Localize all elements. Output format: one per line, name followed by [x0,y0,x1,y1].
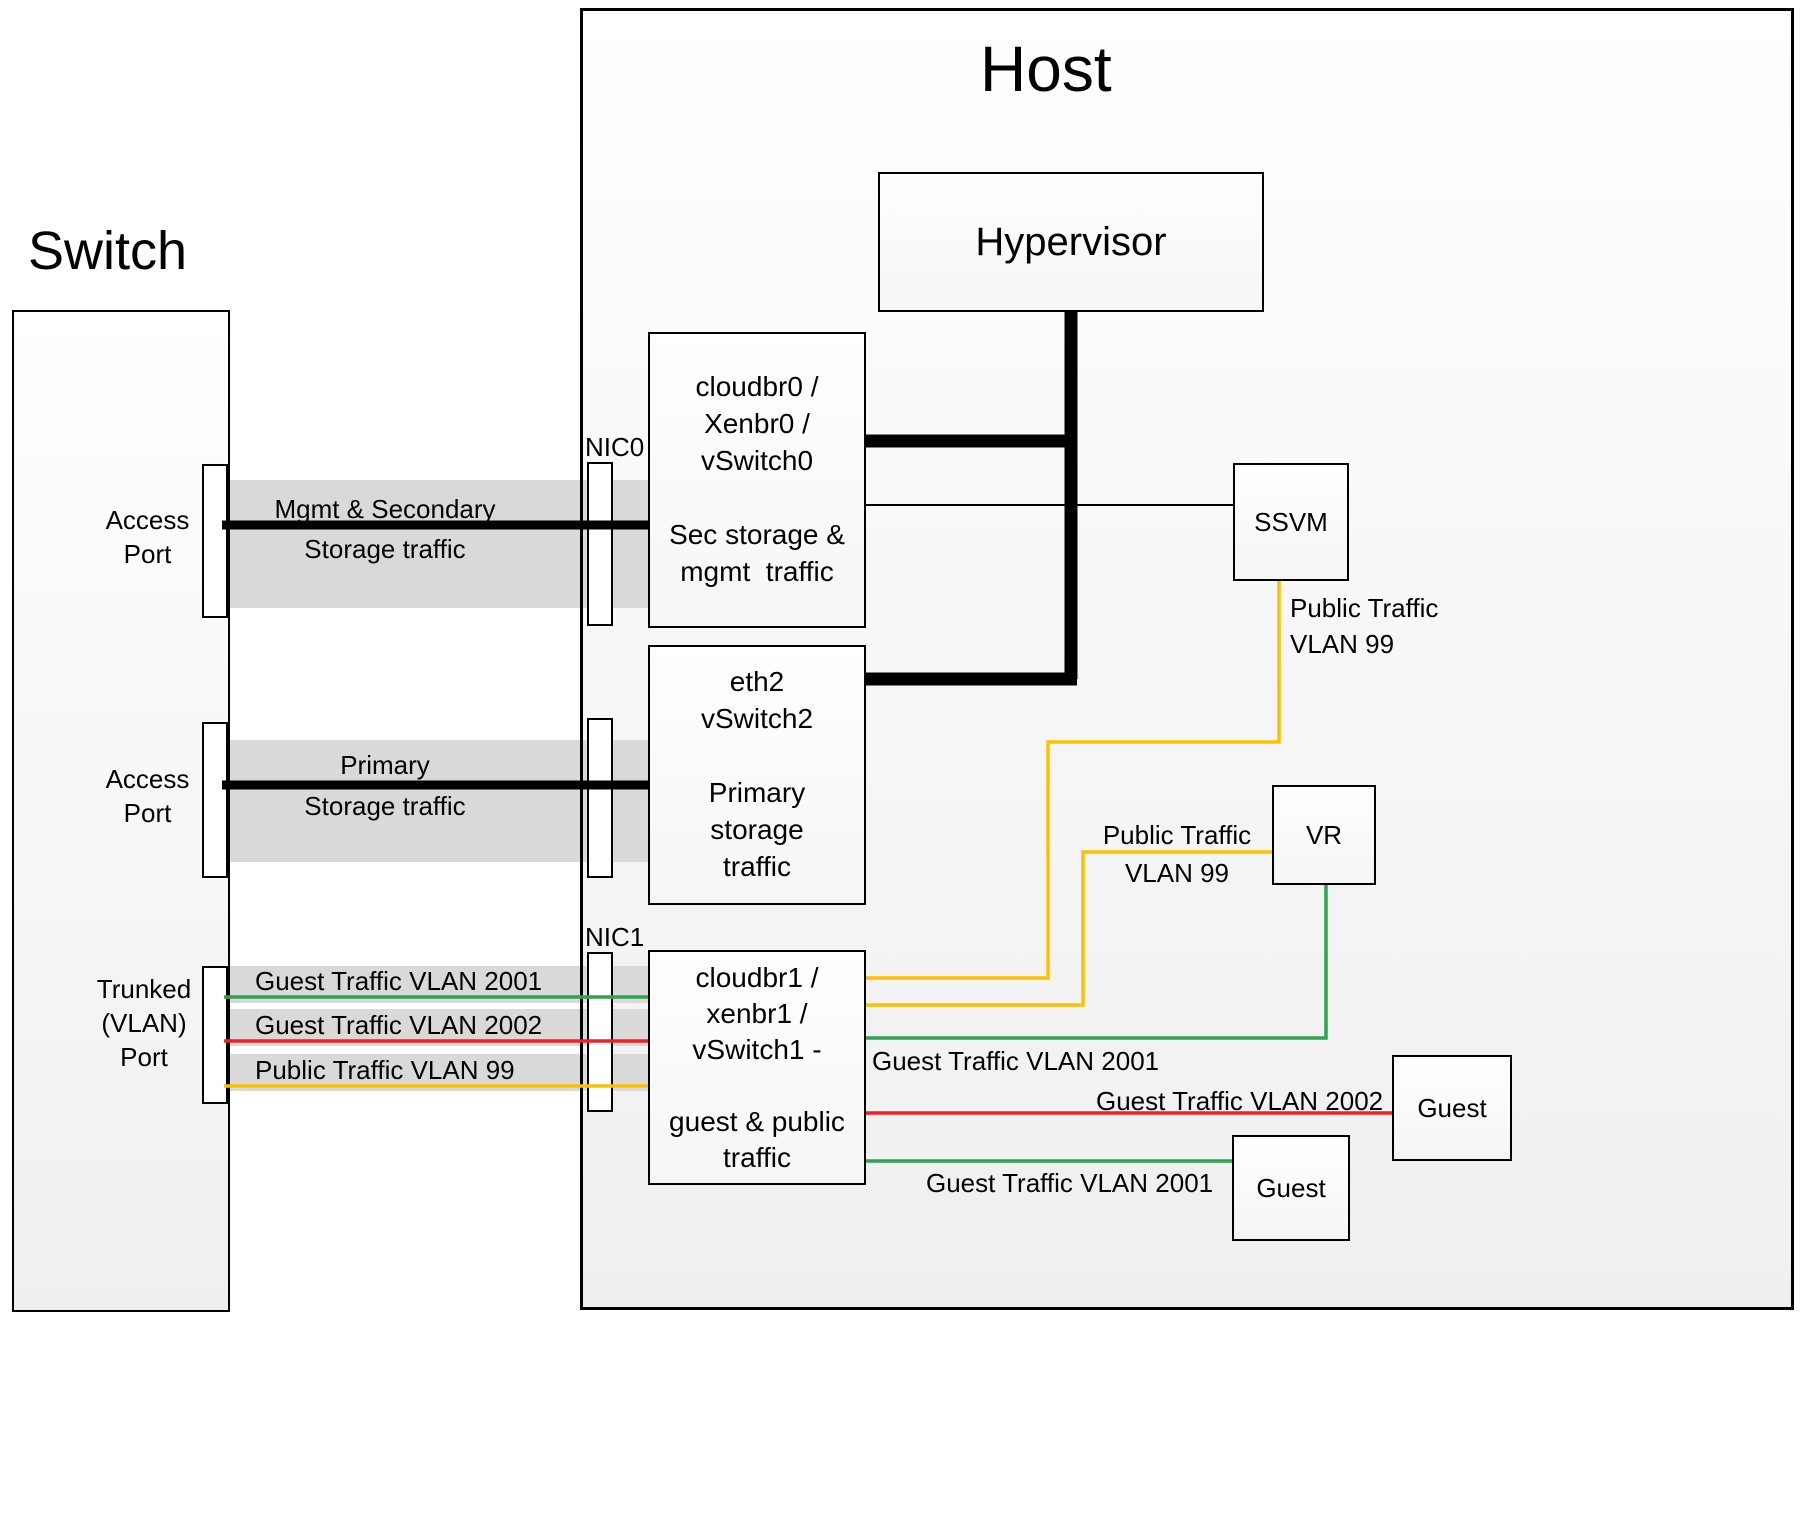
nic0-label: NIC0 [585,432,645,462]
ssvm-label: SSVM [1254,507,1328,537]
vr-guest-vlan2001-link [866,885,1328,1040]
guest1-label: Guest [1417,1093,1487,1123]
band-primary-label-line1: Primary [340,750,430,780]
guest1-node: Guest [1392,1055,1512,1161]
hypervisor-node: Hypervisor [878,172,1264,312]
vr-guest-vlan2001-label: Guest Traffic VLAN 2001 [872,1046,1160,1076]
host-nic0-tab [587,462,613,626]
guest2-node: Guest [1232,1135,1350,1241]
bridge2-label: eth2 vSwitch2 Primary storage traffic [700,666,814,882]
bridge0-label: cloudbr0 / Xenbr0 / vSwitch0 Sec storage… [669,371,845,587]
bridge1-label: cloudbr1 / xenbr1 / vSwitch1 - guest & p… [669,962,845,1173]
access-port-1-label: Access Port [105,505,190,569]
bridge1-node: cloudbr1 / xenbr1 / vSwitch1 - guest & p… [648,950,866,1185]
switch-title: Switch [28,221,188,281]
guest2-vlan2001-label: Guest Traffic VLAN 2001 [926,1168,1214,1198]
vr-public-vlan99-label-line1: Public Traffic [1102,820,1252,850]
vr-public-vlan99-link [866,850,1272,1007]
trunked-port-label: Trunked (VLAN) Port [96,974,192,1072]
vr-label: VR [1305,820,1343,850]
switch-trunked-port-tab [202,966,228,1104]
band-guest2001-label: Guest Traffic VLAN 2001 [255,966,543,996]
guest2-label: Guest [1256,1173,1326,1203]
bridge0-node: cloudbr0 / Xenbr0 / vSwitch0 Sec storage… [648,332,866,628]
switch-access-port-1-tab [202,464,228,618]
band-primary-label-line2: Storage traffic [304,791,466,821]
ssvm-public-vlan99-link [866,581,1281,980]
band-public99-label: Public Traffic VLAN 99 [255,1055,515,1085]
switch-access-port-2-tab [202,722,228,878]
switch-box [12,310,230,1312]
access-port-2-label: Access Port [105,764,190,828]
bridge2-node: eth2 vSwitch2 Primary storage traffic [648,645,866,905]
vr-node: VR [1272,785,1376,885]
band-mgmt-label-line2: Storage traffic [304,534,466,564]
host-title: Host [980,33,1112,105]
ssvm-public-vlan99-label: Public Traffic VLAN 99 [1290,593,1439,659]
guest1-vlan2002-label: Guest Traffic VLAN 2002 [1096,1086,1384,1116]
band-guest2002-label: Guest Traffic VLAN 2002 [255,1010,543,1040]
vr-public-vlan99-label-line2: VLAN 99 [1124,858,1230,888]
ssvm-node: SSVM [1233,463,1349,581]
hypervisor-label: Hypervisor [975,219,1167,264]
band-mgmt-label-line1: Mgmt & Secondary [274,494,496,524]
nic1-label: NIC1 [585,922,645,952]
host-nic-middle-tab [587,718,613,878]
